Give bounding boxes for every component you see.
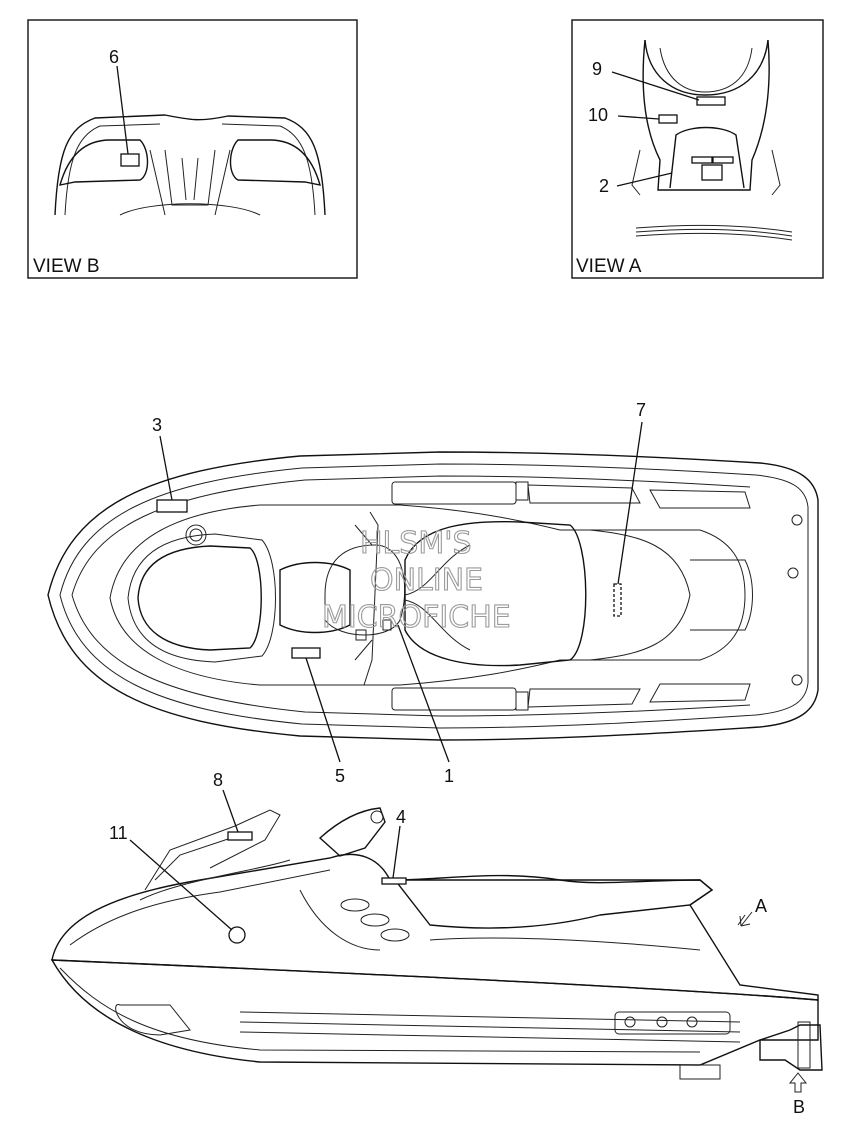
callout-9: 9 (592, 59, 602, 79)
decal-2a (691, 156, 713, 164)
direction-a-label: A (755, 896, 767, 916)
view-b-caption: VIEW B (33, 256, 100, 277)
decal-9 (696, 96, 726, 106)
callout-1: 1 (444, 766, 454, 786)
callout-2: 2 (599, 176, 609, 196)
decal-6 (120, 153, 140, 167)
decal-8 (227, 831, 253, 841)
watermark-line-1: HLSM'S (360, 526, 472, 561)
view-a-drawing: 9 10 2 (588, 39, 793, 241)
watermark-line-3: MICROFICHE (322, 600, 511, 635)
callout-8: 8 (213, 770, 223, 790)
decal-2b (712, 156, 734, 164)
view-a-caption: VIEW A (576, 256, 642, 277)
watermark: HLSM'S ONLINE MICROFICHE (321, 525, 511, 635)
decal-5 (291, 647, 321, 659)
view-b-panel: 6 VIEW B (27, 19, 358, 279)
watermark-line-2: ONLINE (370, 563, 483, 598)
callout-3: 3 (152, 415, 162, 435)
top-view-drawing: 3 7 5 1 (47, 400, 819, 786)
view-b-drawing: 6 (54, 47, 326, 216)
decal-10 (658, 114, 678, 124)
decal-2c (701, 164, 723, 181)
callout-7: 7 (636, 400, 646, 420)
view-a-arrow-icon (737, 911, 753, 927)
decal-7 (613, 583, 622, 617)
callout-5: 5 (335, 766, 345, 786)
callout-10: 10 (588, 105, 608, 125)
decal-3 (156, 499, 188, 513)
decal-4 (381, 877, 407, 885)
decal-11 (228, 926, 246, 944)
callout-4: 4 (396, 807, 406, 827)
view-a-panel: 9 10 2 VIEW A (571, 19, 824, 279)
callout-6: 6 (109, 47, 119, 67)
view-b-arrow-icon (788, 1072, 808, 1093)
side-view-drawing: 8 11 4 A B (50, 770, 823, 1117)
direction-b-label: B (793, 1097, 805, 1117)
callout-11: 11 (109, 823, 128, 843)
